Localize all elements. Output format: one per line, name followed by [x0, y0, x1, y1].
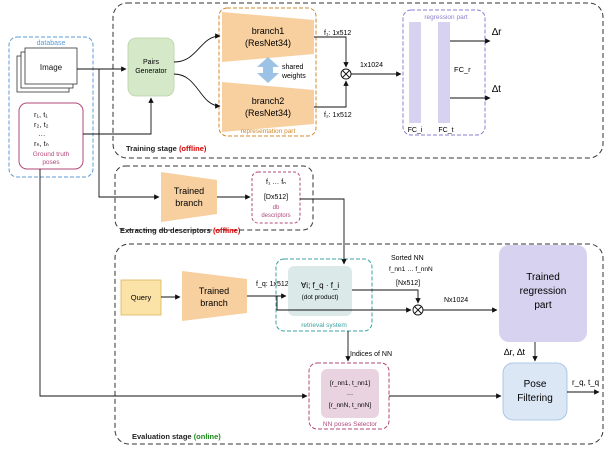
selector-core	[321, 369, 379, 418]
pose-line-4: rₙ, tₙ	[34, 139, 49, 148]
training-stage-label: Training stage (offline)	[126, 144, 207, 153]
training-stage-box	[112, 2, 604, 159]
branch1-line-2: (ResNet34)	[245, 38, 291, 48]
eval-branch-line-2: branch	[200, 298, 228, 308]
poses-caption-2: poses	[42, 159, 60, 166]
connectors	[39, 33, 600, 399]
pose-filtering-line-2: Filtering	[517, 393, 553, 404]
branch1-shape	[222, 12, 314, 62]
delta-rt-label: ∆r, ∆t	[504, 347, 526, 357]
pose-filtering-line-1: Pose	[524, 379, 547, 390]
eval-branch-line-1: Trained	[199, 286, 229, 296]
extract-branch-shape	[161, 172, 217, 222]
database-label: database	[37, 40, 66, 47]
extract-branch-line-2: branch	[175, 198, 203, 208]
database-box	[8, 36, 94, 178]
image-stack-front	[24, 47, 78, 85]
f1-label: f₁: 1x512	[324, 30, 351, 37]
image-label: Image	[40, 63, 63, 72]
query-label: Query	[131, 293, 152, 302]
selector-line-2: …	[347, 390, 354, 397]
fq-label: f_q: 1x512	[256, 281, 289, 288]
retrieval-caption: retrieval system	[301, 322, 347, 329]
sorted-line-1: Sorted NN	[391, 255, 424, 262]
retrieval-line-1: ∀i; f_q · f_i	[301, 281, 340, 290]
sorted-line-2: f_nn1 … f_nnN	[389, 266, 433, 273]
poses-caption-1: Ground truth	[33, 151, 70, 158]
pairs-line-2: Generator	[135, 68, 167, 75]
representation-label: representation part	[241, 128, 296, 135]
query-box	[120, 279, 162, 316]
selector-box	[308, 362, 390, 430]
retrieval-core	[288, 266, 352, 316]
db-caption-2: descriptors	[261, 213, 290, 219]
regression-label: regression part	[424, 14, 468, 21]
pairs-line-1: Pairs	[143, 59, 159, 66]
db-descriptors-box	[251, 171, 301, 224]
selector-caption: NN poses Selector	[323, 421, 378, 428]
pose-filtering-box	[502, 362, 568, 421]
trained-regression-line-3: part	[534, 300, 551, 311]
nx1024-label: Nx1024	[444, 297, 468, 304]
pose-line-2: r₂, t₂	[34, 120, 49, 129]
fc-t-bar	[438, 22, 450, 123]
extracting-stage-box	[114, 165, 314, 231]
db-line-1: f₁ … fₙ	[266, 179, 286, 186]
selector-line-3: [r_nnN, t_nnN]	[329, 402, 371, 409]
fc-r-label: FC_r	[454, 65, 471, 74]
concat-label: 1x1024	[360, 62, 383, 69]
indices-label: Indices of NN	[350, 351, 392, 358]
eval-branch-shape	[182, 271, 247, 321]
pose-line-3: …	[38, 129, 46, 138]
shared-line-2: weights	[281, 73, 306, 80]
fc-i-label: FC_i	[408, 127, 423, 134]
delta-t-label: ∆t	[492, 84, 501, 95]
db-line-2: [Dx512]	[264, 194, 288, 201]
branch2-line-1: branch2	[252, 96, 285, 106]
representation-box	[218, 7, 317, 137]
evaluation-stage-label: Evaluation stage (online)	[132, 432, 221, 441]
sorted-line-3: [Nx512]	[396, 280, 420, 287]
trained-regression-line-2: regression	[520, 286, 567, 297]
trained-regression-line-1: Trained	[526, 272, 560, 283]
extracting-stage-label: Extracting db descriptors (offline)	[120, 226, 241, 235]
branch2-line-2: (ResNet34)	[245, 108, 291, 118]
pairs-generator	[127, 37, 175, 97]
retrieval-line-2: (dot product)	[302, 294, 339, 301]
branch2-shape	[222, 82, 314, 132]
evaluation-stage-box	[114, 243, 604, 445]
fc-t-label: FC_t	[438, 127, 453, 134]
rq-tq-label: r_q, t_q	[572, 378, 599, 387]
fc-i-bar	[409, 22, 421, 123]
retrieval-box	[275, 258, 373, 332]
db-caption-1: db	[273, 205, 280, 211]
f2-label: f₂: 1x512	[324, 112, 352, 119]
delta-r-label: ∆r	[492, 27, 502, 38]
selector-line-1: [r_nn1, t_nn1]	[330, 380, 370, 387]
poses-box	[18, 102, 84, 170]
branch1-line-1: branch1	[252, 26, 285, 36]
shared-line-1: shared	[282, 64, 304, 71]
extract-branch-line-1: Trained	[174, 186, 204, 196]
regression-box	[402, 9, 486, 136]
trained-regression-box	[499, 245, 587, 342]
pose-line-1: r₁, t₁	[34, 110, 48, 119]
shared-weights-arrow	[257, 57, 279, 83]
